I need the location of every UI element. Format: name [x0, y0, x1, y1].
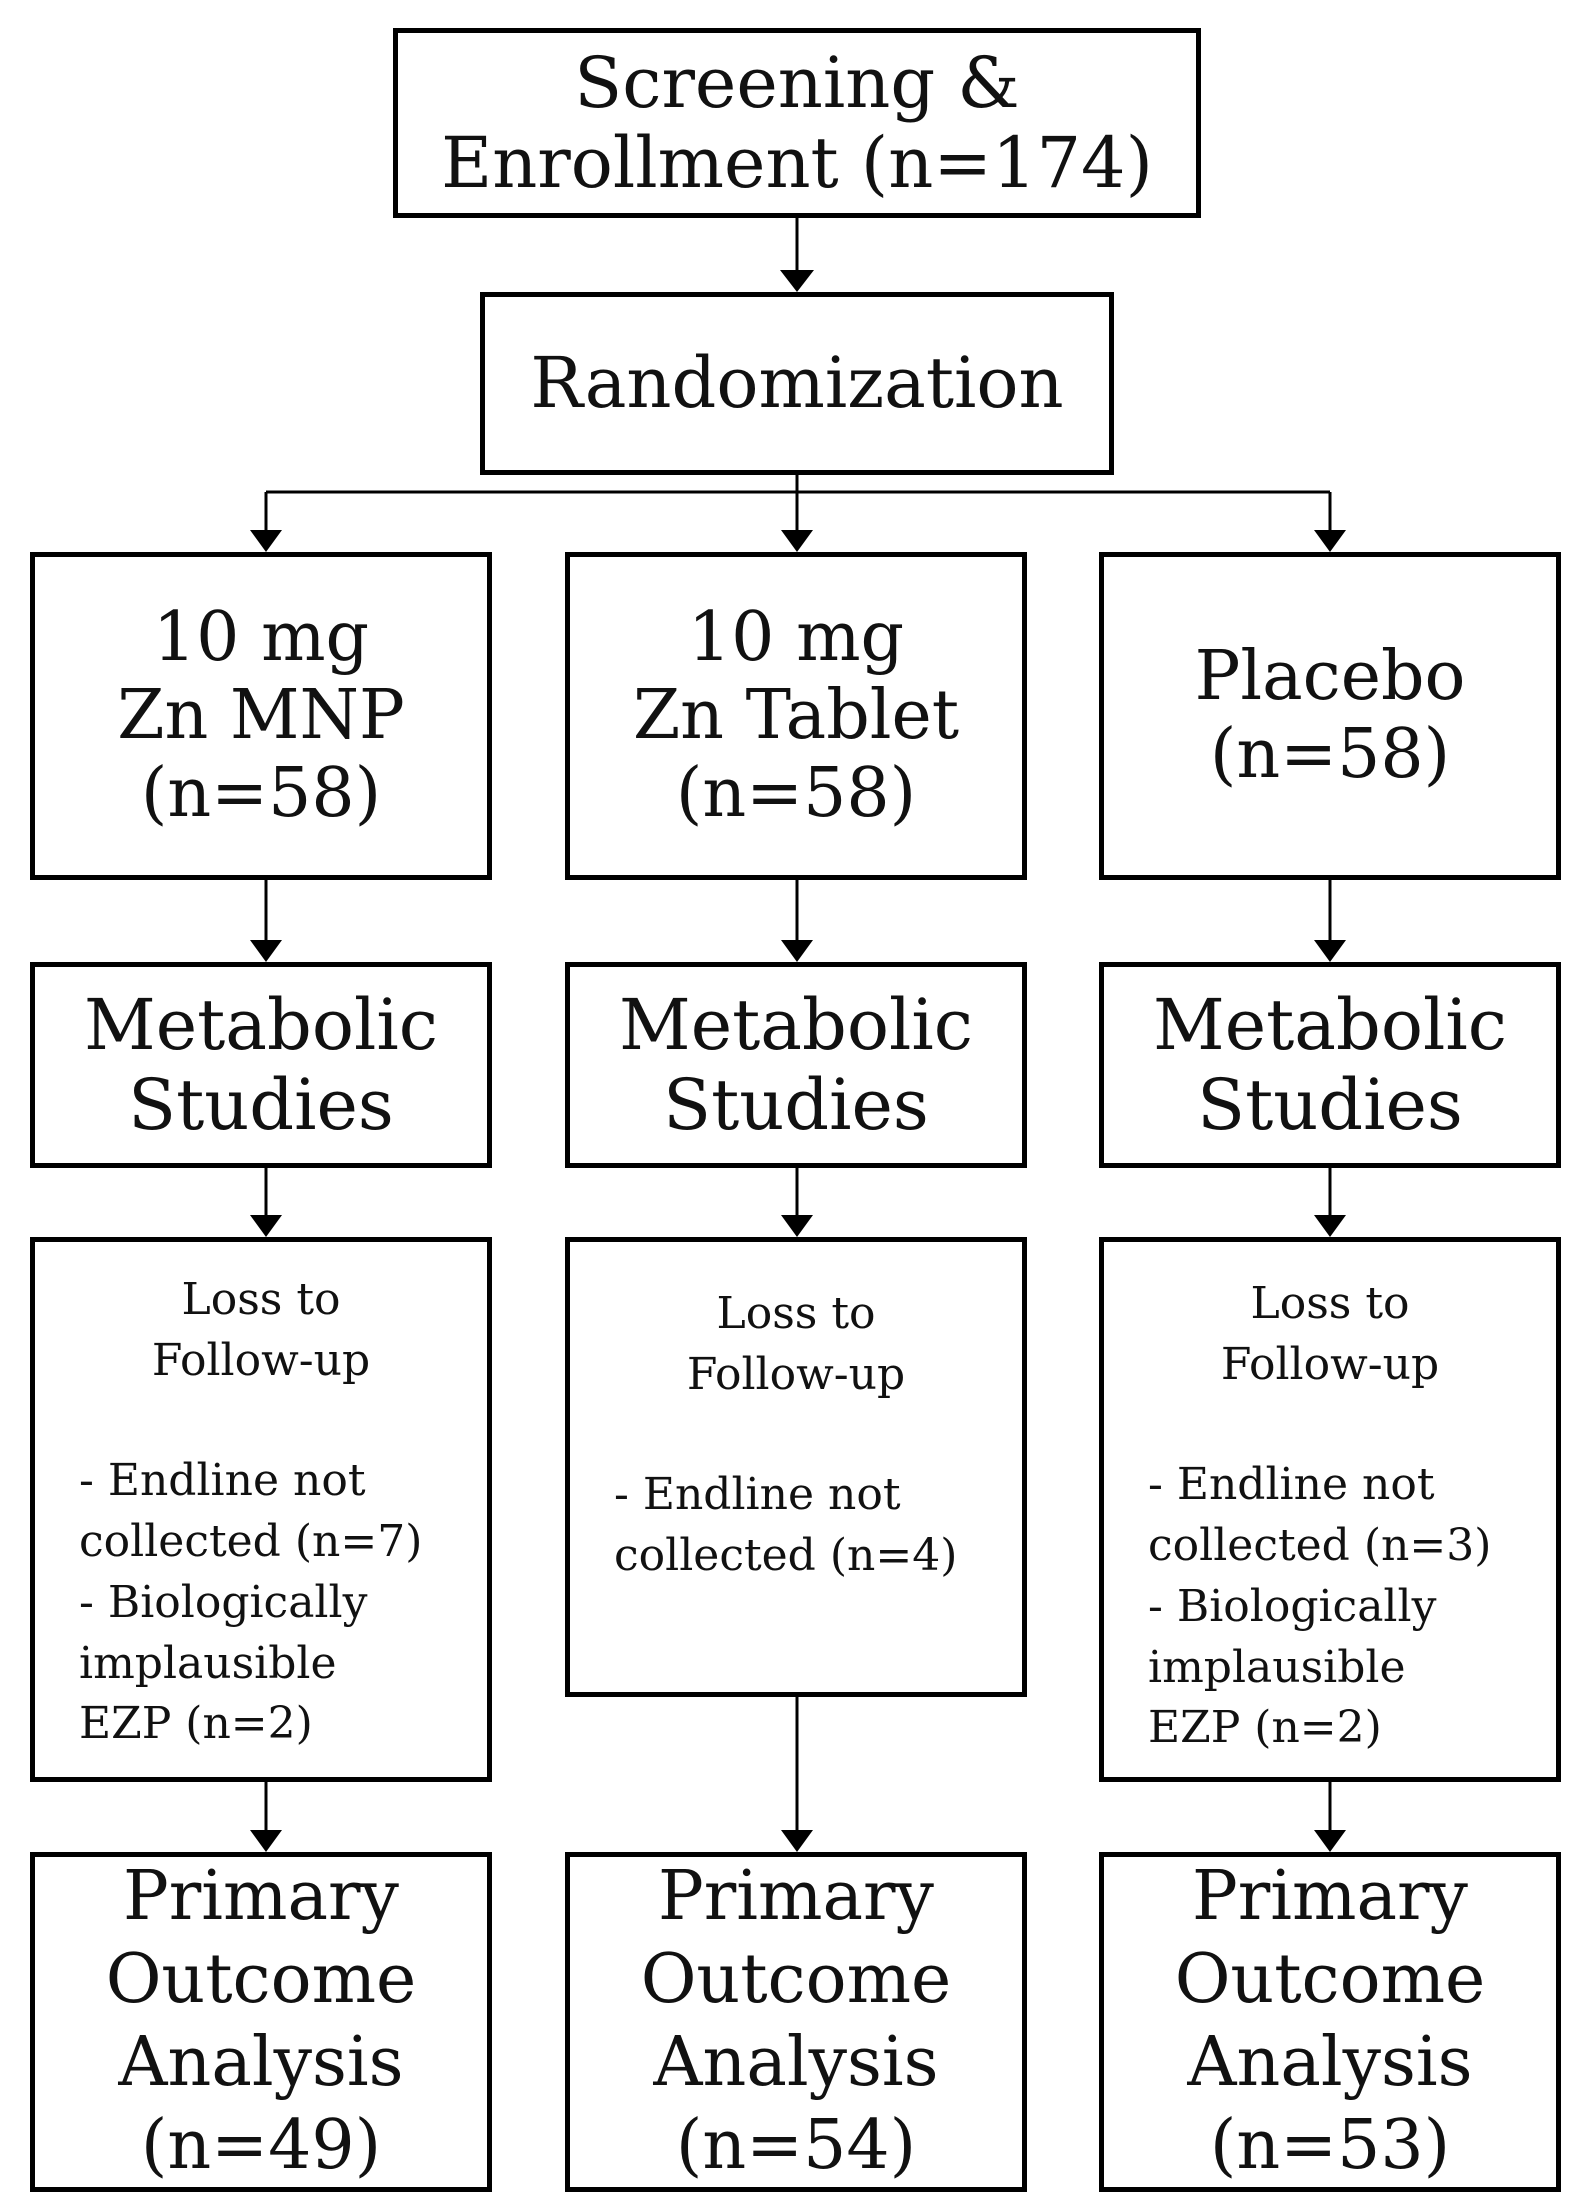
- arm-1-loss-title-1: Loss to: [181, 1274, 341, 1325]
- arm-2-outcome-line-4: (n=54): [675, 2105, 917, 2185]
- arrowhead-arm1-loss: [250, 1215, 282, 1237]
- arm-3-metabolic-line-2: Studies: [1197, 1064, 1463, 1146]
- arm-2-metabolic-line-1: Metabolic: [619, 983, 973, 1066]
- arm-3-group-line-2: (n=58): [1209, 715, 1451, 794]
- arm-3-loss-box: Loss to Follow-up - Endline not collecte…: [1099, 1237, 1561, 1782]
- arrowhead-arm3-loss: [1314, 1215, 1346, 1237]
- arrowhead-arm2-loss: [781, 1215, 813, 1237]
- arm-2-loss-title-2: Follow-up: [686, 1348, 906, 1400]
- arm-1-group-line-1: 10 mg: [152, 597, 370, 677]
- arrowhead-arm-1: [250, 530, 282, 552]
- arm-1-group-box: 10 mg Zn MNP (n=58): [30, 552, 492, 880]
- screening-line-1: Screening &: [574, 41, 1020, 124]
- arm-3-outcome-line-3: Analysis: [1187, 2023, 1473, 2102]
- arm-2-loss-items: - Endline not collected (n=4): [570, 1465, 1022, 1586]
- arm-2-loss-item-2: collected (n=4): [614, 1530, 958, 1582]
- arm-1-loss-item-2: collected (n=7): [79, 1516, 423, 1568]
- arm-3-outcome-line-2: Outcome: [1174, 1940, 1486, 2020]
- arm-3-loss-item-5: EZP (n=2): [1148, 1702, 1382, 1754]
- arrowhead-arm1-metabolic: [250, 940, 282, 962]
- arm-2-metabolic-box: Metabolic Studies: [565, 962, 1027, 1168]
- arm-2-metabolic-line-2: Studies: [663, 1064, 929, 1146]
- arm-1-loss-box: Loss to Follow-up - Endline not collecte…: [30, 1237, 492, 1782]
- arm-1-outcome-line-1: Primary: [123, 1857, 399, 1937]
- arm-2-outcome-box: Primary Outcome Analysis (n=54): [565, 1852, 1027, 2192]
- arm-3-loss-title-2: Follow-up: [1220, 1338, 1440, 1390]
- arrowhead-arm3-outcome: [1314, 1830, 1346, 1852]
- screening-line-2: Enrollment (n=174): [441, 122, 1153, 204]
- arm-2-loss-title-1: Loss to: [716, 1288, 876, 1339]
- arm-1-loss-item-1: - Endline not: [79, 1455, 366, 1507]
- arm-3-loss-item-2: collected (n=3): [1148, 1520, 1492, 1572]
- arrowhead-arm2-outcome: [781, 1830, 813, 1852]
- arm-2-outcome-line-2: Outcome: [640, 1940, 952, 2020]
- arrowhead-arm2-metabolic: [781, 940, 813, 962]
- arm-3-loss-item-1: - Endline not: [1148, 1459, 1435, 1511]
- arrowhead-arm-2: [781, 530, 813, 552]
- arm-2-group-line-2: Zn Tablet: [632, 675, 960, 755]
- arm-1-group-line-3: (n=58): [140, 754, 382, 834]
- arrowhead-arm3-metabolic: [1314, 940, 1346, 962]
- arm-1-loss-items: - Endline not collected (n=7) - Biologic…: [35, 1451, 487, 1755]
- randomization-box: Randomization: [480, 292, 1114, 475]
- arm-1-metabolic-box: Metabolic Studies: [30, 962, 492, 1168]
- arm-3-loss-item-3: - Biologically: [1148, 1580, 1437, 1632]
- randomization-label: Randomization: [530, 342, 1064, 425]
- arm-1-loss-item-5: EZP (n=2): [79, 1698, 313, 1750]
- arm-3-group-line-1: Placebo: [1194, 636, 1466, 716]
- arm-3-loss-items: - Endline not collected (n=3) - Biologic…: [1104, 1455, 1556, 1759]
- arm-3-outcome-line-4: (n=53): [1209, 2105, 1451, 2185]
- arm-2-loss-item-1: - Endline not: [614, 1469, 901, 1521]
- arm-1-outcome-line-4: (n=49): [140, 2105, 382, 2185]
- arm-3-loss-item-4: implausible: [1148, 1641, 1406, 1693]
- arrowhead-arm1-outcome: [250, 1830, 282, 1852]
- arm-2-group-line-1: 10 mg: [687, 597, 905, 677]
- arm-3-loss-title-1: Loss to: [1250, 1278, 1410, 1329]
- arm-1-loss-item-4: implausible: [79, 1637, 337, 1689]
- arrowhead-arm-3: [1314, 530, 1346, 552]
- arm-3-outcome-box: Primary Outcome Analysis (n=53): [1099, 1852, 1561, 2192]
- arm-3-metabolic-box: Metabolic Studies: [1099, 962, 1561, 1168]
- arm-2-group-box: 10 mg Zn Tablet (n=58): [565, 552, 1027, 880]
- arm-3-group-box: Placebo (n=58): [1099, 552, 1561, 880]
- arm-1-outcome-line-3: Analysis: [118, 2023, 404, 2102]
- arm-1-metabolic-line-1: Metabolic: [84, 983, 438, 1066]
- arm-2-outcome-line-3: Analysis: [653, 2023, 939, 2102]
- arm-1-loss-title-2: Follow-up: [151, 1334, 371, 1386]
- arm-1-group-line-2: Zn MNP: [117, 675, 405, 755]
- arm-1-outcome-box: Primary Outcome Analysis (n=49): [30, 1852, 492, 2192]
- arm-3-outcome-line-1: Primary: [1192, 1857, 1468, 1937]
- arm-1-loss-item-3: - Biologically: [79, 1576, 368, 1628]
- arrowhead-randomization: [780, 270, 814, 292]
- arm-2-outcome-line-1: Primary: [658, 1857, 934, 1937]
- arm-2-group-line-3: (n=58): [675, 754, 917, 834]
- arm-3-metabolic-line-1: Metabolic: [1153, 983, 1507, 1066]
- screening-box: Screening & Enrollment (n=174): [393, 28, 1201, 218]
- arm-1-outcome-line-2: Outcome: [105, 1940, 417, 2020]
- arm-2-loss-box: Loss to Follow-up - Endline not collecte…: [565, 1237, 1027, 1697]
- arm-1-metabolic-line-2: Studies: [128, 1064, 394, 1146]
